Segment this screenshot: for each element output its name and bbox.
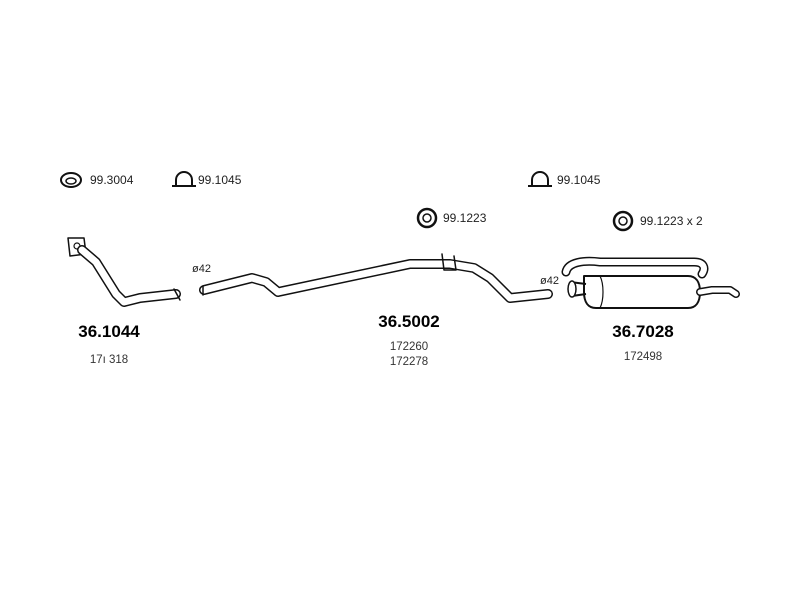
u-clamp-icon — [528, 171, 552, 187]
diameter-label-rear: ø42 — [540, 275, 559, 287]
u-clamp-icon — [172, 171, 196, 187]
fitting-label-clamp-rear: 99.1045 — [557, 173, 601, 187]
part-number-rear-silencer: 36.7028 — [612, 322, 674, 341]
reference-number: 172278 — [389, 356, 429, 368]
middle-pipe-drawing — [199, 253, 553, 303]
fitting-label-gasket: 99.3004 — [90, 173, 134, 187]
gasket-ring-icon — [60, 172, 82, 188]
fitting-label-clamp-front: 99.1045 — [198, 173, 242, 187]
reference-number: 172260 — [389, 341, 429, 353]
fitting-label-ring-rear: 99.1223 x 2 — [640, 214, 703, 228]
fitting-label-ring-middle: 99.1223 — [443, 211, 487, 225]
rubber-ring-icon — [416, 207, 438, 229]
part-number-front-pipe: 36.1044 — [78, 322, 140, 341]
diameter-label-front: ø42 — [192, 263, 211, 275]
reference-number: 172498 — [623, 351, 663, 363]
front-pipe-drawing — [67, 237, 181, 307]
rear-silencer-drawing — [561, 256, 740, 309]
rubber-ring-icon — [612, 210, 634, 232]
reference-number: 17ı 318 — [89, 354, 129, 366]
part-number-middle-pipe: 36.5002 — [378, 312, 440, 331]
